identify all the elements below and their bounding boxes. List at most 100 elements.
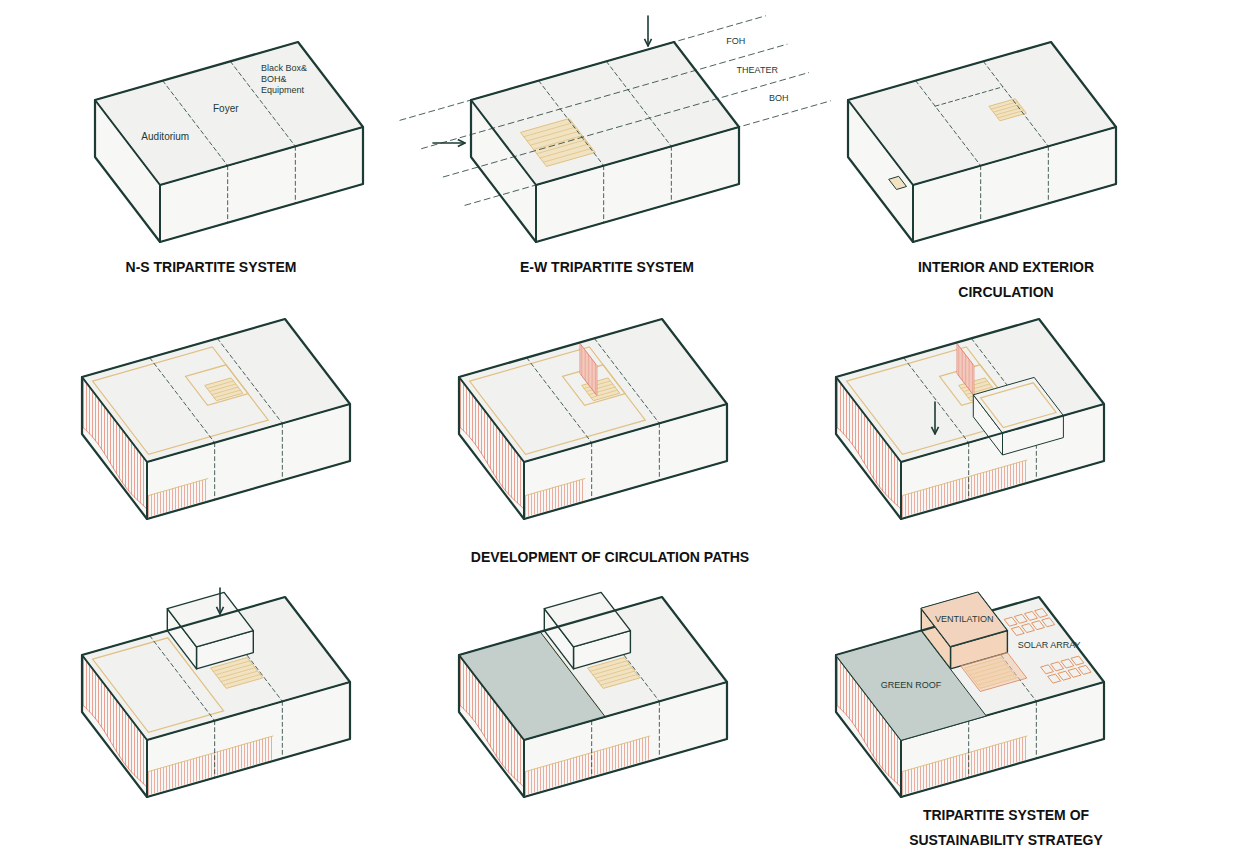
facade-hatch <box>1013 464 1014 485</box>
box-outline <box>471 42 739 242</box>
facade-hatch <box>561 485 562 506</box>
solar-panel <box>1004 617 1017 626</box>
facade-hatch <box>929 764 930 787</box>
facade-hatch <box>1010 741 1011 764</box>
box-edge <box>900 740 902 797</box>
facade-hatch <box>107 411 108 458</box>
facade-hatch <box>481 407 482 453</box>
facade-hatch <box>163 491 164 512</box>
box-outline <box>95 42 363 242</box>
facade-hatch <box>959 755 960 778</box>
facade-hatch <box>926 765 927 788</box>
facade-hatch <box>259 740 260 763</box>
facade-hatch <box>941 760 942 783</box>
facade-hatch <box>861 689 862 736</box>
facade-hatch <box>537 768 538 791</box>
stair-step <box>598 671 635 681</box>
facade-hatch <box>517 733 518 781</box>
stair-step <box>207 381 233 389</box>
box-outline <box>459 597 727 797</box>
box-edge <box>147 682 350 740</box>
facade-hatch <box>505 717 506 769</box>
facade-hatch <box>107 689 108 736</box>
hatched-wall <box>580 344 597 396</box>
facade-hatch <box>573 482 574 503</box>
facade-hatch <box>911 769 912 792</box>
facade-hatch <box>505 439 506 491</box>
facade-hatch <box>193 483 194 504</box>
facade-hatch <box>917 767 918 790</box>
facade-hatch <box>885 443 886 494</box>
facade-hatch <box>876 709 877 761</box>
facade-hatch <box>250 742 251 765</box>
box-edge <box>160 127 363 185</box>
zone-line <box>465 101 830 205</box>
wall-hatch <box>592 360 593 390</box>
facade-hatch <box>615 746 616 769</box>
facade-hatch <box>882 717 883 769</box>
facade-hatch <box>905 771 906 794</box>
facade-hatch <box>525 496 526 517</box>
facade-hatch <box>867 419 868 468</box>
facade-hatch <box>897 736 898 783</box>
facade-hatch <box>965 754 966 777</box>
box-edge <box>459 655 524 740</box>
facade-hatch <box>125 435 126 487</box>
facade-hatch <box>184 485 185 506</box>
arrow-head <box>645 39 652 46</box>
facade-hatch <box>564 484 565 505</box>
facade-hatch <box>525 772 526 795</box>
facade-hatch <box>134 447 135 498</box>
facade-hatch <box>520 736 521 783</box>
box-edge <box>524 404 727 462</box>
facade-hatch <box>241 745 242 768</box>
facade-hatch <box>128 717 129 769</box>
facade-hatch <box>944 484 945 505</box>
ventilation-shaft <box>961 653 1027 692</box>
facade-hatch <box>493 423 494 473</box>
facade-hatch <box>1019 462 1020 483</box>
facade-hatch <box>148 772 149 795</box>
stair-step <box>224 675 261 685</box>
facade-hatch <box>627 742 628 765</box>
facade-hatch <box>911 493 912 514</box>
facade-hatch <box>101 404 102 449</box>
facade-hatch <box>202 480 203 501</box>
panel-label: GREEN ROOF <box>881 680 942 691</box>
facade-hatch <box>1025 736 1026 759</box>
facade-hatch <box>256 741 257 764</box>
stair-step <box>212 387 238 395</box>
box-edge <box>471 100 536 185</box>
divider-dash <box>282 423 283 480</box>
facade-hatch <box>157 493 158 514</box>
zone-line <box>443 73 808 177</box>
divider-dash <box>916 81 981 166</box>
facade-hatch <box>840 662 841 709</box>
facade-hatch <box>86 662 87 709</box>
wall-hatch <box>594 362 595 392</box>
wall-hatch <box>961 349 962 379</box>
box-edge <box>848 100 913 185</box>
facade-hatch <box>938 485 939 506</box>
row-caption: DEVELOPMENT OF CIRCULATION PATHS <box>410 545 810 570</box>
facade-hatch <box>517 455 518 503</box>
facade-hatch <box>579 756 580 779</box>
solar-panel <box>1022 624 1035 633</box>
facade-hatch <box>490 697 491 746</box>
facade-hatch <box>502 713 503 765</box>
facade-hatch <box>143 458 144 505</box>
box-edge <box>146 740 148 797</box>
facade-hatch <box>540 767 541 790</box>
facade-hatch <box>941 484 942 505</box>
facade-hatch <box>938 761 939 784</box>
box-edge <box>912 185 914 242</box>
facade-hatch <box>606 748 607 771</box>
facade-hatch <box>125 713 126 765</box>
facade-hatch <box>1025 460 1026 481</box>
panel-outline <box>921 592 1007 646</box>
solar-panel <box>1068 668 1081 677</box>
facade-hatch <box>546 766 547 789</box>
box-edge <box>95 100 160 185</box>
box-edge <box>147 404 350 462</box>
box-edge <box>159 185 161 242</box>
